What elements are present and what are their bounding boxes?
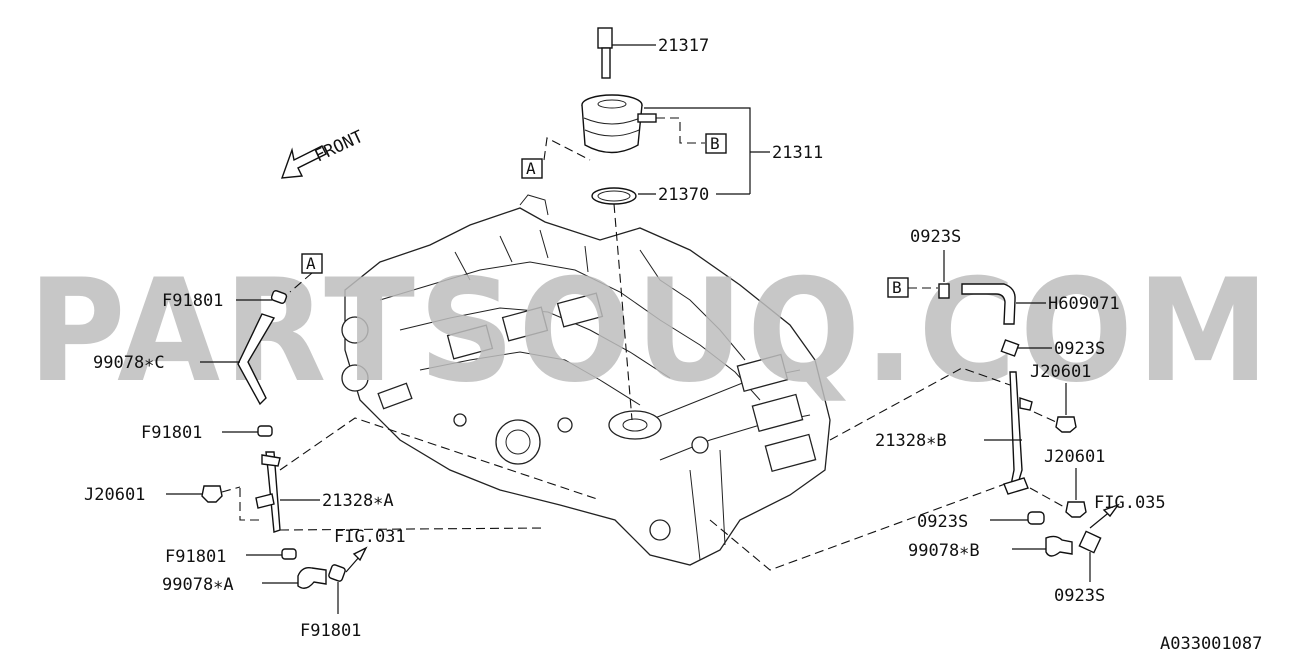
ref-box-a-top xyxy=(521,158,543,179)
clip-0923s-low xyxy=(1027,511,1045,525)
watermark-text: PARTSOUQ.COM xyxy=(28,249,1273,414)
callout-21317: 21317 xyxy=(658,36,709,56)
callout-f91801-mid: F91801 xyxy=(141,423,202,443)
hose-99078a xyxy=(297,566,327,589)
callout-21328b: 21328∗B xyxy=(875,431,947,451)
callout-f91801-bottom: F91801 xyxy=(300,621,361,641)
front-label: FRONT xyxy=(312,127,367,167)
callout-21311: 21311 xyxy=(772,143,823,163)
ref-box-b-top-label: B xyxy=(710,134,720,153)
clip-f91801-bottom xyxy=(328,564,346,582)
oil-filter-assembly xyxy=(581,27,657,205)
pipe-21328a xyxy=(265,451,281,533)
ref-box-a-left-label: A xyxy=(306,254,316,273)
callout-j20601-upper: J20601 xyxy=(1030,362,1091,382)
hose-99078b xyxy=(1045,535,1073,557)
connector-0923s-top xyxy=(938,283,950,299)
callout-99078b: 99078∗B xyxy=(908,541,980,561)
callout-99078c: 99078∗C xyxy=(93,353,165,373)
callout-j20601-lower-right: J20601 xyxy=(1044,447,1105,467)
connector-0923s-mid xyxy=(1000,339,1020,357)
callout-0923s-bottom: 0923S xyxy=(1054,586,1105,606)
callout-j20601-left: J20601 xyxy=(84,485,145,505)
callout-fig035: FIG.035 xyxy=(1094,493,1166,513)
clip-f91801-top xyxy=(270,290,288,304)
bolt-j20601-upper xyxy=(1055,416,1077,433)
engine-block-illustration xyxy=(341,194,831,566)
ref-box-b-right-label: B xyxy=(892,278,902,297)
callout-f91801-low: F91801 xyxy=(165,547,226,567)
callout-h609071: H609071 xyxy=(1048,294,1120,314)
callout-21328a: 21328∗A xyxy=(322,491,394,511)
callout-fig031: FIG.031 xyxy=(334,527,406,547)
clip-f91801-mid xyxy=(257,425,273,437)
callout-21370: 21370 xyxy=(658,185,709,205)
callout-0923s-low: 0923S xyxy=(917,512,968,532)
callout-f91801-top: F91801 xyxy=(162,291,223,311)
bolt-j20601-left xyxy=(201,485,223,503)
front-direction-arrow: FRONT xyxy=(280,127,367,179)
clip-f91801-low xyxy=(281,548,297,560)
callout-99078a: 99078∗A xyxy=(162,575,234,595)
hose-99078c xyxy=(237,313,276,406)
hose-h609071 xyxy=(961,283,1016,325)
callout-0923s-top: 0923S xyxy=(910,227,961,247)
ref-box-a-top-label: A xyxy=(526,159,536,178)
connector-0923s-bottom xyxy=(1078,530,1102,554)
ref-box-b-top xyxy=(705,133,727,154)
callout-0923s-mid: 0923S xyxy=(1054,339,1105,359)
bolt-j20601-lower xyxy=(1065,501,1087,518)
figure-id: A033001087 xyxy=(1160,634,1262,653)
